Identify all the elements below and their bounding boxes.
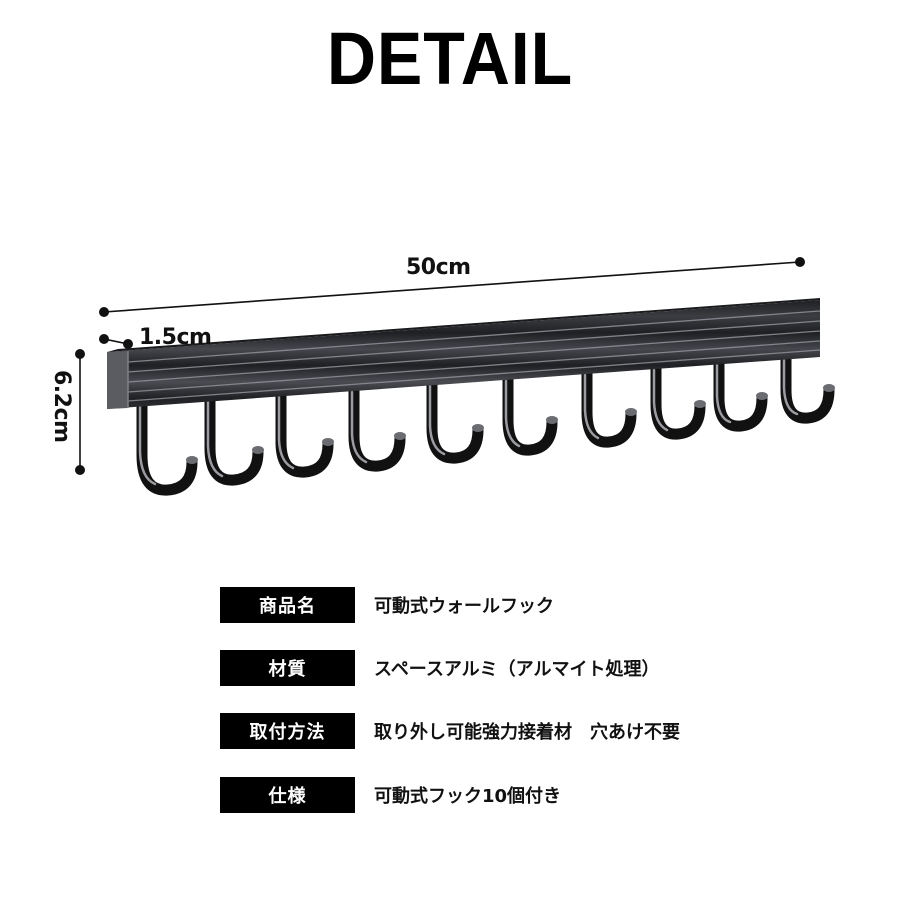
hook-6 — [502, 371, 558, 456]
hook-3 — [275, 387, 334, 478]
spec-label: 取付方法 — [220, 713, 355, 749]
hook-tips — [186, 384, 835, 464]
spec-value: スペースアルミ（アルマイト処理） — [374, 659, 660, 680]
depth-dimension-label: 1.5cm — [139, 325, 212, 350]
hooks — [136, 350, 835, 496]
hook-4 — [348, 382, 406, 472]
dimension-dot-icon — [99, 334, 109, 344]
rail-top — [107, 298, 820, 352]
rail-end-cap — [107, 351, 128, 409]
width-dimension-label: 50cm — [406, 255, 471, 280]
spec-label: 仕様 — [220, 777, 355, 813]
spec-row-mounting: 取付方法 取り外し可能強力接着材 穴あけ不要 — [220, 713, 820, 749]
rail-grooves — [127, 310, 821, 402]
rail-front — [107, 300, 820, 409]
hook-7 — [581, 365, 637, 448]
spec-row-product-name: 商品名 可動式ウォールフック — [220, 587, 820, 623]
height-dimension-label: 6.2cm — [49, 370, 74, 443]
hook-9 — [713, 355, 768, 432]
spec-value: 可動式ウォールフック — [374, 596, 554, 617]
hook-1 — [136, 394, 198, 496]
dimension-dot-icon — [75, 349, 85, 359]
product-illustration — [75, 257, 835, 496]
dimension-dot-icon — [99, 307, 109, 317]
spec-row-specification: 仕様 可動式フック10個付き — [220, 777, 820, 813]
spec-value: 取り外し可能強力接着材 穴あけ不要 — [374, 722, 680, 743]
hook-10 — [780, 350, 835, 424]
spec-row-material: 材質 スペースアルミ（アルマイト処理） — [220, 650, 820, 686]
spec-label: 材質 — [220, 650, 355, 686]
rail — [107, 298, 821, 409]
spec-label: 商品名 — [220, 587, 355, 623]
hook-5 — [426, 376, 484, 464]
dimension-dot-icon — [123, 339, 133, 349]
spec-value: 可動式フック10個付き — [374, 786, 562, 807]
hook-2 — [204, 392, 264, 486]
dimension-dot-icon — [75, 465, 85, 475]
dimension-dot-icon — [795, 257, 805, 267]
hook-8 — [650, 360, 706, 440]
height-dimension-line — [75, 349, 85, 475]
depth-dimension-line — [99, 334, 133, 349]
page-title: DETAIL — [326, 17, 574, 100]
width-dimension-line — [99, 257, 805, 317]
